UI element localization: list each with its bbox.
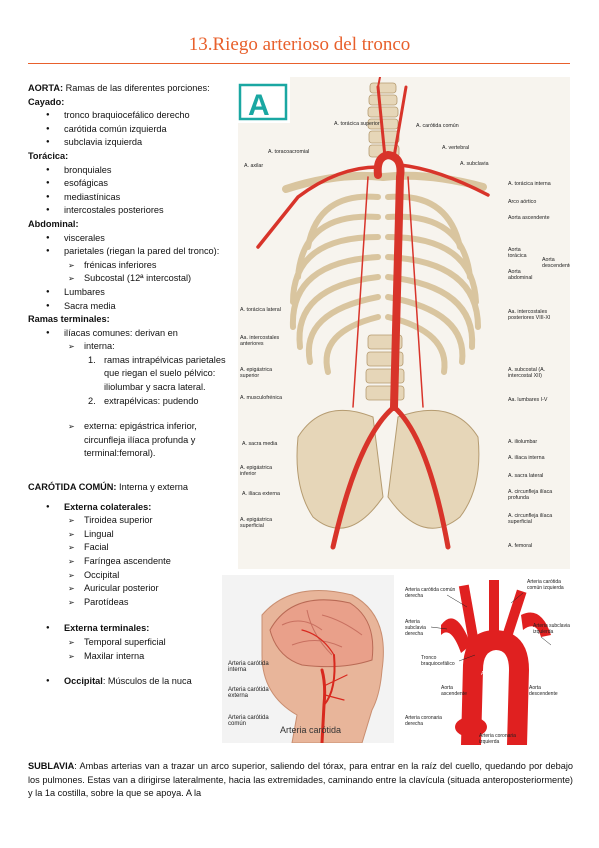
arch-label: Aorta descendente (529, 685, 558, 697)
list-item: viscerales (28, 232, 238, 246)
subclavia-paragraph: SUBLAVIA: Ambas arterias van a trazar un… (28, 761, 573, 799)
aortic-arch-figure: Arteria carótida común derecha Arteria c… (401, 575, 571, 745)
trunk-label: A. ilíaca interna (508, 455, 545, 461)
trunk-label: A. sacra lateral (508, 473, 544, 479)
list-item: Lumbares (28, 286, 238, 300)
list-item: Sacra media (28, 300, 238, 314)
list-item: Maxilar interna (28, 650, 238, 664)
trunk-label: A. femoral (508, 543, 533, 549)
aorta-heading: AORTA: Ramas de las diferentes porciones… (28, 83, 210, 93)
carotid-head-figure: Arteria carótida interna Arteria carótid… (222, 575, 394, 743)
list-item: bronquiales (28, 164, 238, 178)
arch-label: Arteria coronaria derecha (405, 715, 442, 727)
arch-illustration (430, 580, 552, 745)
trunk-label: A. circunfleja ilíaca superficial (508, 513, 553, 525)
head-label: Arteria carótida interna (228, 661, 269, 673)
trunk-label: Aorta descendente (542, 257, 570, 269)
terminales-label: Ramas terminales: (28, 314, 110, 325)
cayado-list: tronco braquiocefálico derecho carótida … (28, 109, 238, 150)
trunk-label: Aorta abdominal (508, 269, 533, 281)
list-item: 1.ramas intrapélvicas parietales que rie… (88, 354, 226, 393)
list-item: tronco braquiocefálico derecho (28, 109, 238, 123)
abdominal-label: Abdominal: (28, 218, 79, 229)
head-label: Arteria carótida externa (228, 687, 269, 699)
toracica-list: bronquiales esofágicas mediastínicas int… (28, 164, 238, 218)
list-item: interna: (28, 340, 238, 354)
carotida-heading: CARÓTIDA COMÚN: Interna y externa (28, 482, 188, 493)
trunk-label: A. torácica superior (334, 121, 380, 127)
head-caption: Arteria carótida (280, 725, 342, 735)
list-item: Auricular posterior (28, 582, 238, 596)
list-item: Parotídeas (28, 596, 238, 610)
trunk-label: A. epigástrica superficial (240, 517, 273, 529)
trunk-label: A. torácica interna (508, 181, 551, 187)
trunk-label: A. axilar (244, 163, 264, 169)
trunk-label: A. iliolumbar (508, 439, 538, 445)
trunk-label: A. musculofrénica (240, 395, 283, 401)
text-column: AORTA: Ramas de las diferentes porciones… (28, 82, 238, 689)
list-item: Occipital (28, 569, 238, 583)
trunk-label: A. epigástrica superior (240, 367, 273, 379)
trunk-label: A. vertebral (442, 145, 470, 151)
list-item: Occipital: Músculos de la nuca (28, 675, 238, 689)
trunk-illustration: A (238, 77, 490, 550)
trunk-label: A. torácica lateral (240, 307, 281, 313)
trunk-label: A. subclavia (460, 161, 489, 167)
trunk-label: Aa. intercostales anteriores (240, 335, 280, 347)
trunk-label: A. toracoacromial (268, 149, 310, 155)
arch-label: Arteria coronaria izquierda (479, 733, 516, 745)
list-item: subclavia izquierda (28, 136, 238, 150)
arch-label: Arco aórtico (481, 671, 508, 677)
arch-label: Arteria carótida común izquierda (527, 579, 564, 591)
cayado-label: Cayado: (28, 96, 65, 107)
toracica-label: Torácica: (28, 150, 69, 161)
abdominal-list: viscerales parietales (riegan la pared d… (28, 232, 238, 314)
list-item: esofágicas (28, 177, 238, 191)
trunk-label: Aorta ascendente (508, 215, 550, 221)
trunk-label: A. circunfleja ilíaca profunda (508, 489, 553, 501)
trunk-label: Aa. intercostales posteriores VIII-XI (508, 309, 551, 321)
list-item: intercostales posteriores (28, 204, 238, 218)
trunk-label: Aa. lumbares I-V (508, 397, 548, 403)
list-item: Externa terminales: (28, 622, 238, 636)
arch-label: Aorta ascendente (441, 685, 467, 697)
page-title: 13.Riego arterioso del tronco (188, 34, 411, 55)
figure-badge: A (248, 89, 270, 122)
arch-label: Arteria subclavia izquierda (533, 623, 570, 635)
terminales-list: ilíacas comunes: derivan en interna: 1.r… (28, 327, 238, 461)
head-illustration (261, 590, 384, 743)
list-item: Facial (28, 541, 238, 555)
carotida-list: Externa colaterales: Tiroidea superior L… (28, 501, 238, 689)
list-item: 2.extrapélvicas: pudendo (88, 395, 199, 406)
list-item: ilíacas comunes: derivan en (28, 327, 238, 341)
trunk-label: A. subcostal (A. intercostal XII) (508, 367, 546, 379)
head-label: Arteria carótida común (228, 715, 269, 727)
trunk-label: Aorta torácica (508, 247, 527, 259)
list-item: externa: epigástrica inferior, circunfle… (28, 420, 238, 461)
list-item: parietales (riegan la pared del tronco): (28, 245, 238, 259)
list-item: Temporal superficial (28, 636, 238, 650)
list-item: Faríngea ascendente (28, 555, 238, 569)
trunk-arteries-figure: A (238, 77, 570, 569)
list-item: carótida común izquierda (28, 123, 238, 137)
list-item: mediastínicas (28, 191, 238, 205)
arch-label: Arteria carótida común derecha (405, 587, 456, 599)
trunk-label: Arco aórtico (508, 199, 537, 205)
trunk-label: A. ilíaca externa (242, 491, 280, 497)
list-item: Subcostal (12ª intercostal) (28, 272, 238, 286)
trunk-label: A. epigástrica inferior (240, 465, 273, 477)
list-item: frénicas inferiores (28, 259, 238, 273)
list-item: Externa colaterales: (28, 501, 238, 515)
list-item: Lingual (28, 528, 238, 542)
title-divider (28, 63, 570, 64)
trunk-label: A. carótida común (416, 123, 459, 129)
list-item: Tiroidea superior (28, 514, 238, 528)
trunk-label: A. sacra media (242, 441, 278, 447)
arch-label: Arteria subclavia derecha (405, 619, 426, 637)
arch-label: Tronco braquiocefálico (421, 655, 455, 667)
